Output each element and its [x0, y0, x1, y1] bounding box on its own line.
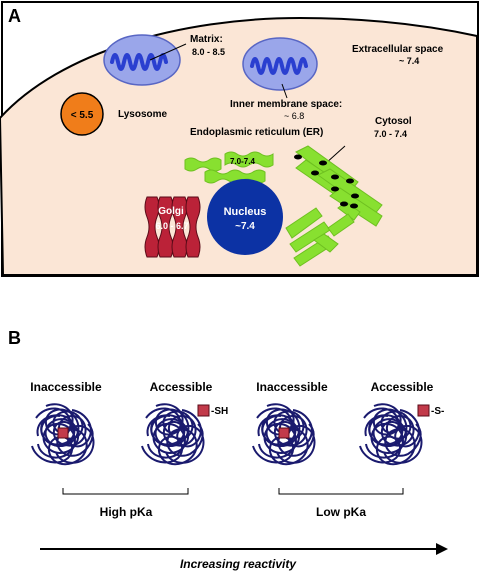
ims-label: Inner membrane space:: [230, 99, 342, 110]
ribosomes: [294, 154, 359, 209]
panel-a-letter: A: [8, 6, 21, 26]
panel-a: A Matrix: 8.0 - 8.5 Extracellular space …: [0, 1, 479, 277]
golgi-label: Golgi: [158, 206, 184, 217]
golgi-ph: 6.0 - 6.7: [155, 221, 188, 231]
exposed-residue-2: [417, 404, 430, 417]
nucleus-label: Nucleus: [224, 206, 267, 218]
extracellular-label: Extracellular space: [352, 44, 444, 55]
matrix-label: Matrix:: [190, 34, 223, 45]
ims-pointer: [281, 83, 288, 99]
exposed-residue-1: [197, 404, 210, 417]
state-label-4: Accessible: [371, 380, 434, 394]
mitochondrion-2: [242, 37, 318, 91]
protein-2: [141, 403, 205, 466]
bracket-low-pka: [278, 488, 404, 495]
protein-4: [359, 403, 423, 466]
extracellular-ph: ~ 7.4: [399, 56, 419, 66]
nucleus-ph: ~7.4: [235, 221, 255, 232]
cytosol-label: Cytosol: [375, 116, 412, 127]
high-pka-label: High pKa: [100, 505, 153, 519]
buried-residue-1: [57, 427, 69, 439]
reactivity-label: Increasing reactivity: [180, 557, 297, 571]
er-ph: 7.0-7.4: [230, 157, 255, 166]
lysosome: [60, 92, 104, 136]
buried-residue-2: [278, 427, 290, 439]
thiol-tag: -SH: [211, 406, 228, 417]
ims-ph: ~ 6.8: [284, 111, 304, 121]
state-label-2: Accessible: [150, 380, 213, 394]
golgi: [144, 196, 201, 258]
matrix-pointer: [149, 43, 187, 61]
lysosome-label: Lysosome: [118, 109, 168, 120]
low-pka-label: Low pKa: [316, 505, 366, 519]
endoplasmic-reticulum: [184, 145, 383, 267]
mitochondrion-1: [103, 34, 181, 86]
state-label-1: Inaccessible: [30, 380, 102, 394]
bracket-high-pka: [62, 488, 189, 495]
panel-b-letter: B: [8, 328, 21, 348]
protein-1: [31, 403, 95, 466]
er-label: Endoplasmic reticulum (ER): [190, 127, 323, 138]
matrix-ph: 8.0 - 8.5: [192, 47, 225, 57]
cytosol-ph: 7.0 - 7.4: [374, 129, 407, 139]
thiolate-tag: -S-: [431, 406, 444, 417]
nucleus: [207, 179, 283, 255]
state-label-3: Inaccessible: [256, 380, 328, 394]
lysosome-ph: < 5.5: [71, 110, 94, 121]
reactivity-arrowhead: [436, 543, 448, 555]
protein-3: [252, 403, 316, 466]
panel-b: B Inaccessible Accessible Inaccessible A…: [8, 328, 448, 571]
